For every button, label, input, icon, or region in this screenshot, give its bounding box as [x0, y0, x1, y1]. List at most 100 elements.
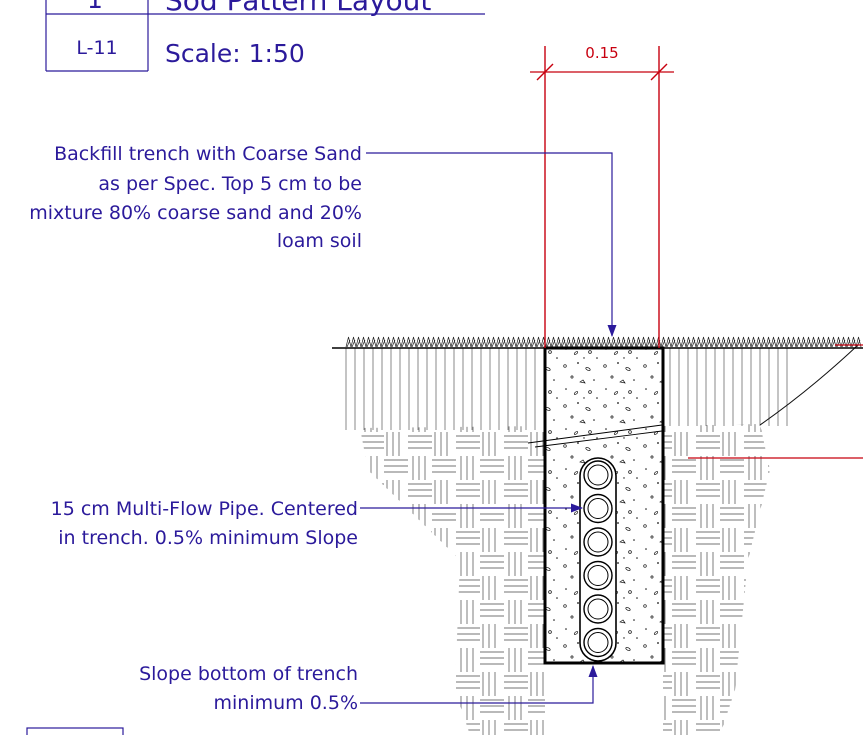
grass-tuft	[580, 336, 587, 348]
grass-tuft	[775, 336, 782, 348]
grass-tuft	[645, 336, 652, 348]
grass-tuft	[365, 336, 372, 348]
grass-tuft	[760, 336, 767, 348]
grass-tuft	[850, 336, 857, 348]
grass-tuft	[520, 336, 527, 348]
grass-tuft	[380, 336, 387, 348]
grass-tuft	[425, 336, 432, 348]
sod-surface	[332, 336, 863, 349]
grass-tuft	[810, 336, 817, 348]
grass-tuft	[470, 336, 477, 348]
grass-tuft	[690, 336, 697, 348]
grass-tuft	[685, 336, 692, 348]
grass-tuft	[400, 336, 407, 348]
grass-tuft	[420, 336, 427, 348]
drawing-scale: Scale: 1:50	[165, 39, 305, 68]
drawing-title: Sod Pattern Layout	[165, 0, 431, 17]
pipe-cell-inner	[587, 632, 609, 653]
grass-tufts	[345, 336, 862, 348]
grass-tuft	[415, 336, 422, 348]
grass-tuft	[535, 336, 542, 348]
grass-tuft	[795, 336, 802, 348]
pipe-cell-inner	[587, 464, 609, 486]
pipe-cell-inner	[587, 565, 609, 586]
grass-tuft	[370, 336, 377, 348]
grass-tuft	[770, 336, 777, 348]
grass-tuft	[830, 336, 837, 348]
grass-tuft	[480, 336, 487, 348]
grass-tuft	[625, 336, 632, 348]
grass-tuft	[750, 336, 757, 348]
pipe-note-line-1: 15 cm Multi-Flow Pipe. Centered	[51, 498, 358, 520]
grass-tuft	[755, 336, 762, 348]
grass-tuft	[735, 336, 742, 348]
grass-tuft	[660, 336, 667, 348]
grass-tuft	[620, 336, 627, 348]
grass-tuft	[525, 336, 532, 348]
grass-tuft	[575, 336, 582, 348]
grass-tuft	[455, 336, 462, 348]
grass-tuft	[715, 336, 722, 348]
grass-tuft	[435, 336, 442, 348]
grass-tuft	[680, 336, 687, 348]
next-detail-title-box	[26, 727, 124, 735]
grass-tuft	[590, 336, 597, 348]
grass-tuft	[445, 336, 452, 348]
pipe-note: 15 cm Multi-Flow Pipe. Centered in trenc…	[51, 498, 358, 549]
grass-tuft	[720, 336, 727, 348]
grass-tuft	[405, 336, 412, 348]
grass-tuft	[530, 336, 537, 348]
grass-tuft	[605, 336, 612, 348]
grass-tuft	[790, 336, 797, 348]
grass-tuft	[765, 336, 772, 348]
grass-tuft	[350, 336, 357, 348]
sheet-number: 1	[87, 0, 103, 14]
grass-tuft	[845, 336, 852, 348]
grass-tuft	[510, 336, 517, 348]
title-block: 1 Sod Pattern Layout L-11 Scale: 1:50	[45, 0, 485, 72]
grass-tuft	[500, 336, 507, 348]
grass-tuft	[745, 336, 752, 348]
grass-tuft	[835, 336, 842, 348]
grass-tuft	[705, 336, 712, 348]
grass-tuft	[430, 336, 437, 348]
backfill-note-line-1: Backfill trench with Coarse Sand	[54, 143, 362, 165]
grass-tuft	[485, 336, 492, 348]
grass-tuft	[465, 336, 472, 348]
pipe-cell-inner	[587, 531, 609, 553]
grass-tuft	[595, 336, 602, 348]
grass-tuft	[840, 336, 847, 348]
grass-tuft	[820, 336, 827, 348]
grass-tuft	[545, 336, 552, 348]
grass-tuft	[805, 336, 812, 348]
grass-tuft	[650, 336, 657, 348]
pipe-cell-inner	[587, 498, 609, 519]
grass-tuft	[560, 336, 567, 348]
backfill-note-line-2: as per Spec. Top 5 cm to be	[98, 173, 362, 195]
grass-tuft	[730, 336, 737, 348]
grass-tuft	[640, 336, 647, 348]
width-dimension: 0.15	[530, 44, 863, 459]
grass-tuft	[385, 336, 392, 348]
grass-tuft	[700, 336, 707, 348]
grass-tuft	[505, 336, 512, 348]
dimension-label: 0.15	[585, 44, 618, 62]
grass-tuft	[725, 336, 732, 348]
slope-note-line-1: Slope bottom of trench	[139, 663, 358, 685]
grass-tuft	[780, 336, 787, 348]
grass-tuft	[710, 336, 717, 348]
slope-note-line-2: minimum 0.5%	[214, 692, 358, 714]
grass-tuft	[460, 336, 467, 348]
grass-tuft	[635, 336, 642, 348]
grass-tuft	[395, 336, 402, 348]
grass-tuft	[585, 336, 592, 348]
sheet-reference: L-11	[76, 37, 117, 59]
grass-tuft	[440, 336, 447, 348]
grass-tuft	[550, 336, 557, 348]
grass-tuft	[785, 336, 792, 348]
grass-tuft	[740, 336, 747, 348]
grass-tuft	[600, 336, 607, 348]
grass-tuft	[610, 336, 617, 348]
grass-tuft	[555, 336, 562, 348]
